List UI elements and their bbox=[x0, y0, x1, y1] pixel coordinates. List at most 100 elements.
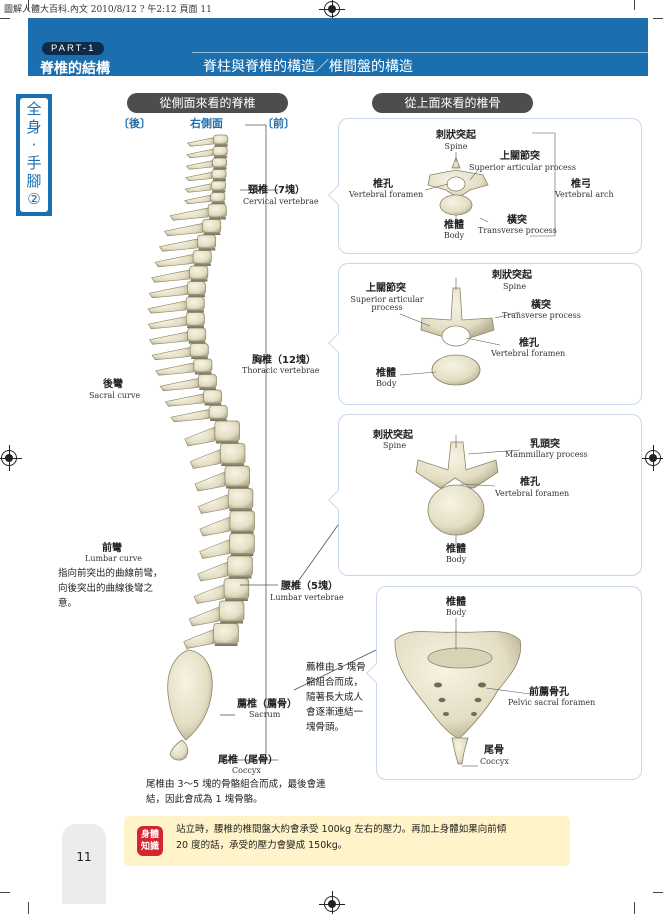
side-view-title: 從側面來看的脊椎 bbox=[127, 93, 288, 113]
curve-note-line: 指向前突出的曲線前彎， bbox=[58, 568, 163, 579]
cervical-leader-lines bbox=[424, 132, 556, 237]
vertebra-body-side bbox=[213, 623, 239, 644]
spinous-process-side bbox=[185, 160, 213, 170]
thoracic-spine-zh: 刺狀突起 bbox=[492, 270, 532, 281]
spinal-column-side-view bbox=[147, 134, 255, 649]
coccyx-side-shape bbox=[169, 739, 189, 761]
spinous-process-side bbox=[183, 629, 214, 649]
region-coccyx-zh: 尾椎（尾骨） bbox=[218, 755, 278, 766]
vertebra-body-side bbox=[229, 533, 255, 554]
tip-badge-line: 身體 bbox=[140, 830, 159, 840]
lumbar-curve-en: Lumbar curve bbox=[85, 554, 143, 563]
sacrum-body-zh: 椎體 bbox=[446, 597, 466, 608]
part-label: PART-1 bbox=[42, 42, 105, 55]
vertebra-body-side bbox=[192, 250, 212, 264]
spinous-process-side bbox=[189, 449, 221, 469]
thoracic-body-zh: 椎體 bbox=[376, 368, 396, 379]
cervical-body-zh: 椎體 bbox=[444, 220, 464, 231]
vertebra-body-side bbox=[208, 405, 228, 419]
tip-box bbox=[124, 816, 570, 866]
intervertebral-disc-side bbox=[214, 144, 228, 147]
spinous-process-side bbox=[199, 516, 231, 537]
orientation-front-label: 〔前〕 bbox=[262, 117, 295, 130]
top-view-title: 從上面來看的椎骨 bbox=[372, 93, 533, 113]
vertebra-body-side bbox=[211, 169, 227, 179]
vertebra-body-side bbox=[187, 327, 207, 342]
side-tab-char: 全 bbox=[26, 100, 42, 118]
thoracic-vertebra-top-view bbox=[420, 287, 495, 386]
intervertebral-disc-side bbox=[212, 190, 226, 193]
intervertebral-disc-side bbox=[210, 418, 227, 421]
side-tab-char: ‧ bbox=[31, 136, 37, 154]
vertebra-body-side bbox=[227, 488, 254, 509]
vertebra-body-side bbox=[207, 203, 227, 218]
sacrum-body-en: Body bbox=[445, 608, 467, 617]
crop-mark bbox=[28, 902, 29, 914]
region-coccyx-en: Coccyx bbox=[232, 766, 261, 775]
region-sacrum-zh: 薦椎（薦骨） bbox=[237, 699, 297, 710]
spinous-process-side bbox=[184, 426, 216, 447]
intervertebral-disc-side bbox=[198, 248, 216, 251]
lumbar-curve-zh: 前彎 bbox=[102, 543, 122, 554]
vertebra-body-side bbox=[189, 343, 209, 357]
panel-cervical-vertebra bbox=[338, 118, 642, 254]
thoracic-superior-articular-en: Superior articular process bbox=[350, 295, 424, 313]
vertebra-body-side bbox=[229, 510, 255, 532]
vertebra-body-side bbox=[203, 389, 222, 404]
spinous-process-side bbox=[158, 238, 198, 252]
intervertebral-disc-side bbox=[191, 356, 208, 359]
vertebra-body-side bbox=[210, 192, 226, 202]
registration-mark-icon bbox=[640, 445, 663, 471]
spinous-process-side bbox=[147, 300, 187, 314]
region-thoracic-zh: 胸椎（12塊） bbox=[252, 355, 316, 366]
region-lumbar-zh: 腰椎（5塊） bbox=[281, 581, 338, 592]
thoracic-superior-articular-zh: 上關節突 bbox=[366, 283, 406, 294]
vertebra-body-side bbox=[218, 600, 245, 622]
page-header: PART-1 脊椎的結構 脊柱與脊椎的構造／椎間盤的構造 bbox=[28, 18, 648, 77]
lumbar-body-en: Body bbox=[445, 555, 467, 564]
region-cervical-zh: 頸椎（7塊） bbox=[248, 185, 305, 196]
vertebra-body-side bbox=[185, 312, 205, 326]
lumbar-leader-lines bbox=[455, 435, 521, 545]
sacrum-foramen-en: Pelvic sacral foramen bbox=[508, 698, 596, 707]
header-divider bbox=[192, 52, 648, 53]
spinous-process-side bbox=[159, 378, 199, 392]
sacrum-foramen-zh: 前薦骨孔 bbox=[529, 687, 569, 698]
lumbar-spine-zh: 刺狀突起 bbox=[373, 430, 413, 441]
panel-lumbar-vertebra bbox=[338, 414, 642, 576]
intervertebral-disc-side bbox=[215, 441, 239, 444]
intervertebral-disc-side bbox=[214, 643, 238, 646]
cervical-superior-articular-en: Superior articular process bbox=[469, 163, 576, 172]
spinous-process-side bbox=[164, 393, 204, 407]
spinous-process-side bbox=[184, 194, 211, 205]
spinous-process-side bbox=[169, 207, 209, 221]
sacrum-leader-lines bbox=[455, 618, 531, 767]
sacrum-note-line: 會逐漸連結一 bbox=[306, 707, 364, 718]
spinous-process-side bbox=[151, 347, 191, 361]
curve-note-line: 向後突出的曲線後彎之 bbox=[58, 583, 154, 594]
sacrum-note-line: 塊骨頭。 bbox=[306, 722, 345, 733]
chapter-side-tab: 全 身 ‧ 手 腳 ② bbox=[16, 94, 52, 216]
spinous-process-side bbox=[149, 331, 188, 345]
spinous-process-side bbox=[148, 285, 188, 299]
chapter-side-tab-label: 全 身 ‧ 手 腳 ② bbox=[20, 98, 48, 212]
thoracic-spine-en: Spine bbox=[503, 282, 527, 291]
intervertebral-disc-side bbox=[188, 294, 206, 297]
curve-note-line: 意。 bbox=[58, 598, 78, 609]
lumbar-foramen-zh: 椎孔 bbox=[520, 477, 540, 488]
spinous-process-side bbox=[147, 316, 187, 330]
lumbar-body-zh: 椎體 bbox=[446, 544, 466, 555]
cervical-spine-zh: 刺狀突起 bbox=[436, 130, 476, 141]
thoracic-body-en: Body bbox=[376, 379, 397, 388]
intervertebral-disc-side bbox=[230, 553, 254, 556]
intervertebral-disc-side bbox=[190, 279, 208, 282]
region-lumbar-en: Lumbar vertebrae bbox=[270, 593, 344, 602]
spinous-process-side bbox=[164, 223, 203, 237]
sacrum-note-line: 隨著長大成人 bbox=[306, 692, 364, 703]
lumbar-mammillary-zh: 乳頭突 bbox=[530, 439, 560, 450]
region-cervical-en: Cervical vertebrae bbox=[243, 197, 319, 206]
vertebra-body-side bbox=[189, 265, 209, 280]
page-title: 脊柱與脊椎的構造／椎間盤的構造 bbox=[203, 59, 413, 75]
vertebra-body-side bbox=[227, 555, 253, 577]
page-number: 11 bbox=[76, 850, 92, 864]
